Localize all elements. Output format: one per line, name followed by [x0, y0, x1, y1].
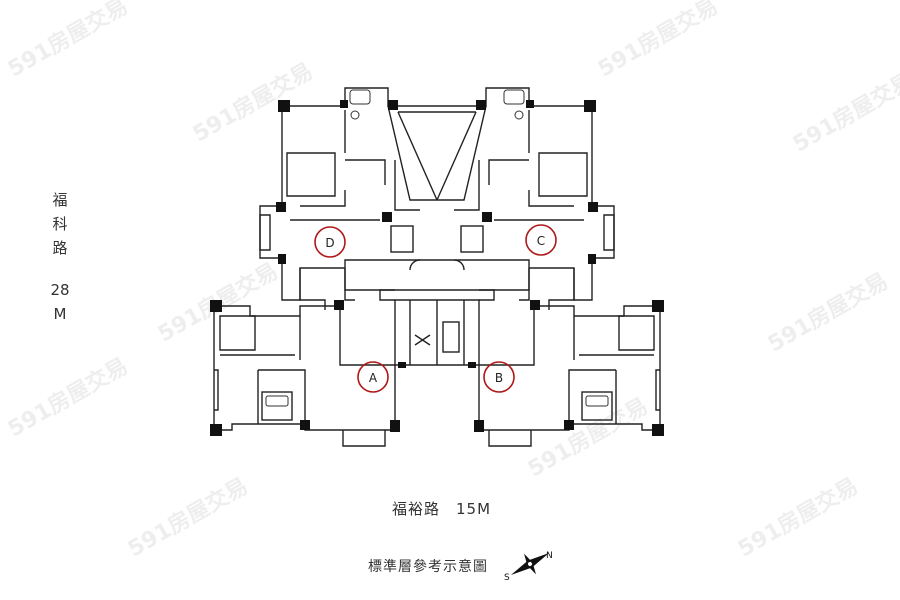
unit-label: D	[325, 236, 334, 250]
road-west-char: 科	[52, 215, 68, 233]
unit-label: B	[495, 371, 503, 385]
unit-marker-circle	[314, 226, 346, 258]
road-west-char: 福	[52, 191, 68, 209]
diagram-caption: 標準層參考示意圖	[368, 559, 488, 575]
unit-marker-circle	[483, 361, 515, 393]
unit-label: A	[369, 371, 378, 385]
compass-icon: N S	[504, 551, 553, 583]
road-label-west: 福 科 路 28 M	[48, 188, 72, 326]
road-west-width: M	[53, 305, 67, 323]
unit-marker-a: A	[357, 361, 389, 393]
unit-marker-c: C	[525, 224, 557, 256]
compass-south-letter: S	[504, 573, 510, 583]
unit-marker-b: B	[483, 361, 515, 393]
unit-marker-d: D	[314, 226, 346, 258]
unit-marker-circle	[525, 224, 557, 256]
road-west-char: 路	[52, 239, 68, 257]
unit-label: C	[537, 234, 545, 248]
compass-north-letter: N	[546, 551, 553, 561]
unit-marker-circle	[357, 361, 389, 393]
road-label-south: 福裕路 15M	[392, 500, 492, 518]
road-west-width: 28	[50, 281, 70, 299]
